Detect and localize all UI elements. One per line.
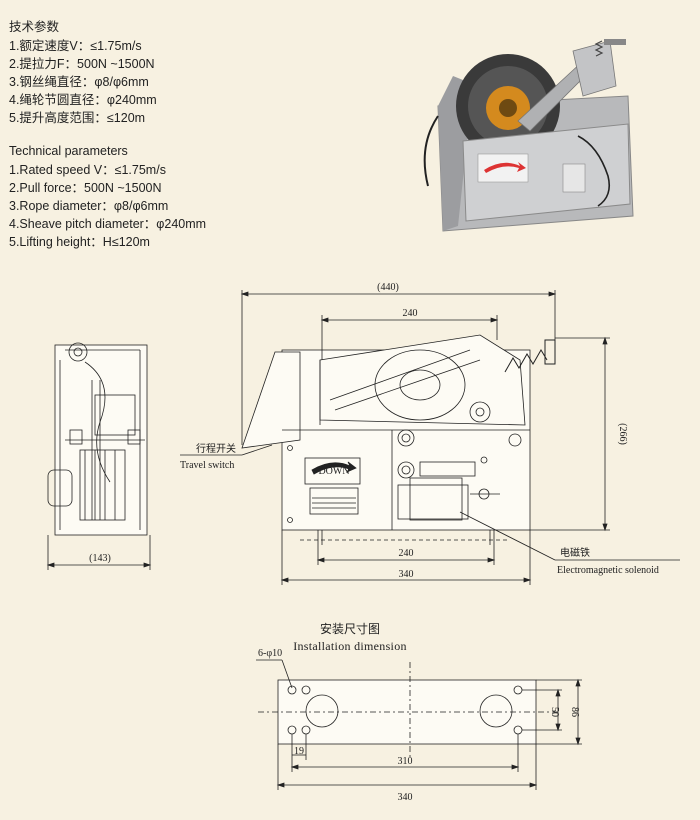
side-view <box>46 342 152 570</box>
specs-cn-title: 技术参数 <box>9 20 60 34</box>
spec-en-line: 2.Pull force：500N ~1500N <box>9 181 162 195</box>
spec-en-line: 5.Lifting height：H≤120m <box>9 235 150 249</box>
dim-86: 86 <box>569 707 580 717</box>
dim-sheave: 240 <box>403 308 418 319</box>
installation-plan <box>256 659 582 790</box>
governor-photo <box>423 39 634 232</box>
spec-cn-line: 4.绳轮节圆直径：φ240mm <box>9 93 157 107</box>
installation-title-cn: 安装尺寸图 <box>319 622 380 636</box>
installation-title: 安装尺寸图 Installation dimension <box>0 620 700 654</box>
spec-cn-line: 5.提升高度范围：≤120m <box>9 111 146 125</box>
spec-en-line: 4.Sheave pitch diameter：φ240mm <box>9 217 207 231</box>
spec-cn-line: 1.额定速度V：≤1.75m/s <box>9 39 142 53</box>
spec-cn-line: 3.钢丝绳直径：φ8/φ6mm <box>9 75 149 89</box>
dim-height: (266) <box>617 423 628 445</box>
dim-overall-width: (440) <box>377 282 399 293</box>
spec-en-line: 1.Rated speed V：≤1.75m/s <box>9 163 166 177</box>
front-dimensions <box>180 290 680 585</box>
hole-spec: 6-φ10 <box>258 648 282 659</box>
dim-base-inner: 240 <box>399 548 414 559</box>
solenoid-cn: 电磁铁 <box>560 546 590 559</box>
installation-title-en: Installation dimension <box>293 639 407 653</box>
dim-310: 310 <box>398 756 413 767</box>
solenoid-en: Electromagnetic solenoid <box>557 565 659 576</box>
spec-cn-line: 2.提拉力F：500N ~1500N <box>9 57 155 71</box>
spec-en-line: 3.Rope diameter：φ8/φ6mm <box>9 199 169 213</box>
specs-chinese: 技术参数 1.额定速度V：≤1.75m/s 2.提拉力F：500N ~1500N… <box>9 18 157 127</box>
specs-english: Technical parameters 1.Rated speed V：≤1.… <box>9 142 206 251</box>
specs-en-title: Technical parameters <box>9 144 128 158</box>
dim-50: 50 <box>549 707 560 717</box>
dim-19: 19 <box>294 746 304 757</box>
dim-side-width: (143) <box>89 553 111 564</box>
dim-340: 340 <box>398 792 413 803</box>
front-view <box>241 334 556 545</box>
travel-switch-cn: 行程开关 <box>196 442 236 455</box>
travel-switch-en: Travel switch <box>180 460 234 471</box>
plate-text: DOWN <box>318 466 349 477</box>
dim-base-outer: 340 <box>399 569 414 580</box>
